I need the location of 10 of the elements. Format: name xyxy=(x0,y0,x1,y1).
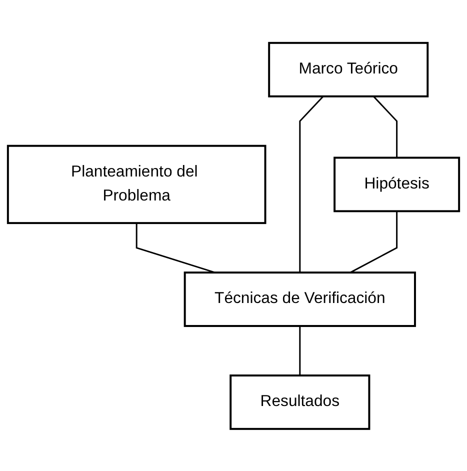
connector xyxy=(372,95,398,158)
connector xyxy=(136,222,216,273)
node-box: Resultados xyxy=(230,374,370,430)
connector xyxy=(299,326,301,376)
node-box: Técnicas de Verificación xyxy=(184,271,416,327)
connector xyxy=(299,95,324,272)
connector xyxy=(350,210,398,273)
node-box: Marco Teórico xyxy=(268,42,429,97)
node-box: Hipótesis xyxy=(334,156,460,212)
node-box: Planteamiento del Problema xyxy=(6,144,266,224)
